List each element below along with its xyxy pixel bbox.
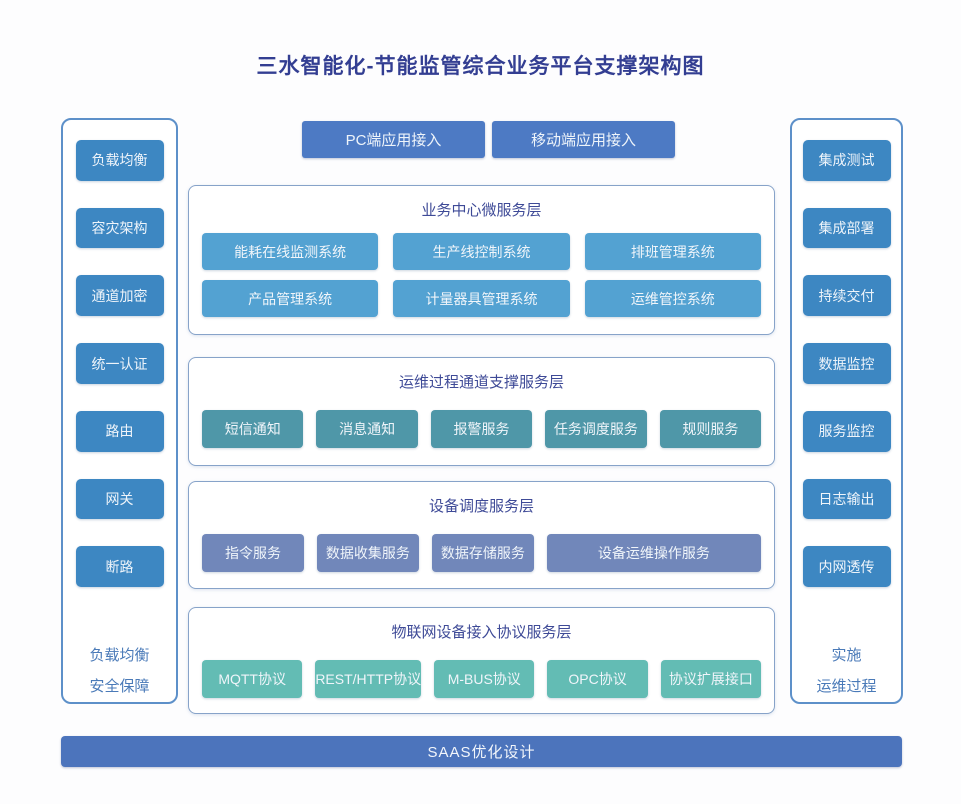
protocol-layer-title: 物联网设备接入协议服务层 [391, 624, 572, 641]
sidebar-item-integration-deploy: 集成部署 [802, 207, 891, 249]
saas-optimization-bar: SAAS优化设计 [61, 736, 902, 767]
service-shift-management: 排班管理系统 [584, 233, 761, 270]
service-product-management: 产品管理系统 [202, 280, 379, 317]
service-production-line-control: 生产线控制系统 [393, 233, 570, 270]
left-panel-caption: 负载均衡 安全保障 [89, 640, 149, 702]
business-layer-row1: 能耗在线监测系统 生产线控制系统 排班管理系统 [189, 233, 774, 270]
page-title: 三水智能化-节能监管综合业务平台支撑架构图 [256, 55, 705, 78]
sidebar-item-integration-test: 集成测试 [802, 140, 891, 181]
sidebar-item-load-balancing: 负载均衡 [75, 140, 164, 181]
protocol-mqtt: MQTT协议 [202, 660, 303, 698]
service-command: 指令服务 [202, 534, 304, 572]
left-caption-line1: 负载均衡 [89, 647, 150, 665]
business-layer-title: 业务中心微服务层 [421, 202, 542, 219]
ops-channel-support-layer: 运维过程通道支撑服务层 短信通知 消息通知 报警服务 任务调度服务 规则服务 [188, 357, 775, 466]
service-message-notification: 消息通知 [316, 410, 418, 448]
device-layer-title: 设备调度服务层 [428, 498, 534, 515]
pc-access-button: PC端应用接入 [302, 121, 485, 158]
right-panel: 集成测试 集成部署 持续交付 数据监控 服务监控 日志输出 内网透传 实施 运维… [790, 118, 903, 704]
sidebar-item-unified-auth: 统一认证 [75, 343, 164, 384]
protocol-rest-http: REST/HTTP协议 [315, 660, 422, 698]
iot-protocol-layer: 物联网设备接入协议服务层 MQTT协议 REST/HTTP协议 M-BUS协议 … [188, 607, 775, 714]
service-data-storage: 数据存储服务 [431, 534, 534, 572]
sidebar-item-channel-encryption: 通道加密 [75, 275, 164, 317]
service-data-collection: 数据收集服务 [316, 534, 419, 572]
channel-layer-title: 运维过程通道支撑服务层 [398, 374, 564, 391]
sidebar-item-circuit-break: 断路 [75, 546, 164, 588]
service-device-ops-operation: 设备运维操作服务 [546, 534, 761, 572]
right-caption-line1: 实施 [831, 647, 862, 665]
sidebar-item-routing: 路由 [75, 410, 164, 452]
sidebar-item-disaster-recovery: 容灾架构 [75, 207, 164, 249]
device-layer-row: 指令服务 数据收集服务 数据存储服务 设备运维操作服务 [189, 534, 774, 572]
service-ops-control: 运维管控系统 [584, 280, 761, 317]
device-scheduling-layer: 设备调度服务层 指令服务 数据收集服务 数据存储服务 设备运维操作服务 [188, 481, 775, 589]
business-layer-row2: 产品管理系统 计量器具管理系统 运维管控系统 [189, 280, 774, 317]
sidebar-item-service-monitoring: 服务监控 [802, 410, 891, 452]
sidebar-item-gateway: 网关 [75, 478, 164, 520]
service-sms-notification: 短信通知 [202, 410, 304, 448]
protocol-opc: OPC协议 [547, 660, 648, 698]
sidebar-item-continuous-delivery: 持续交付 [802, 275, 891, 317]
sidebar-item-log-output: 日志输出 [802, 478, 891, 520]
sidebar-item-intranet-passthrough: 内网透传 [802, 546, 891, 588]
left-caption-line2: 安全保障 [89, 678, 150, 696]
protocol-extension-interface: 协议扩展接口 [660, 660, 762, 698]
left-panel: 负载均衡 容灾架构 通道加密 统一认证 路由 网关 断路 负载均衡 安全保障 [61, 118, 178, 704]
right-panel-caption: 实施 运维过程 [816, 640, 876, 702]
mobile-access-button: 移动端应用接入 [492, 121, 675, 158]
channel-layer-row: 短信通知 消息通知 报警服务 任务调度服务 规则服务 [189, 410, 774, 448]
service-energy-monitoring: 能耗在线监测系统 [202, 233, 379, 270]
service-rule: 规则服务 [659, 410, 762, 448]
service-alarm: 报警服务 [430, 410, 533, 448]
sidebar-item-data-monitoring: 数据监控 [802, 343, 891, 384]
protocol-layer-row: MQTT协议 REST/HTTP协议 M-BUS协议 OPC协议 协议扩展接口 [189, 660, 774, 698]
protocol-m-bus: M-BUS协议 [434, 660, 535, 698]
right-caption-line2: 运维过程 [816, 678, 877, 696]
business-microservice-layer: 业务中心微服务层 能耗在线监测系统 生产线控制系统 排班管理系统 产品管理系统 … [188, 185, 775, 335]
service-metering-management: 计量器具管理系统 [393, 280, 570, 317]
service-task-scheduling: 任务调度服务 [545, 410, 647, 448]
